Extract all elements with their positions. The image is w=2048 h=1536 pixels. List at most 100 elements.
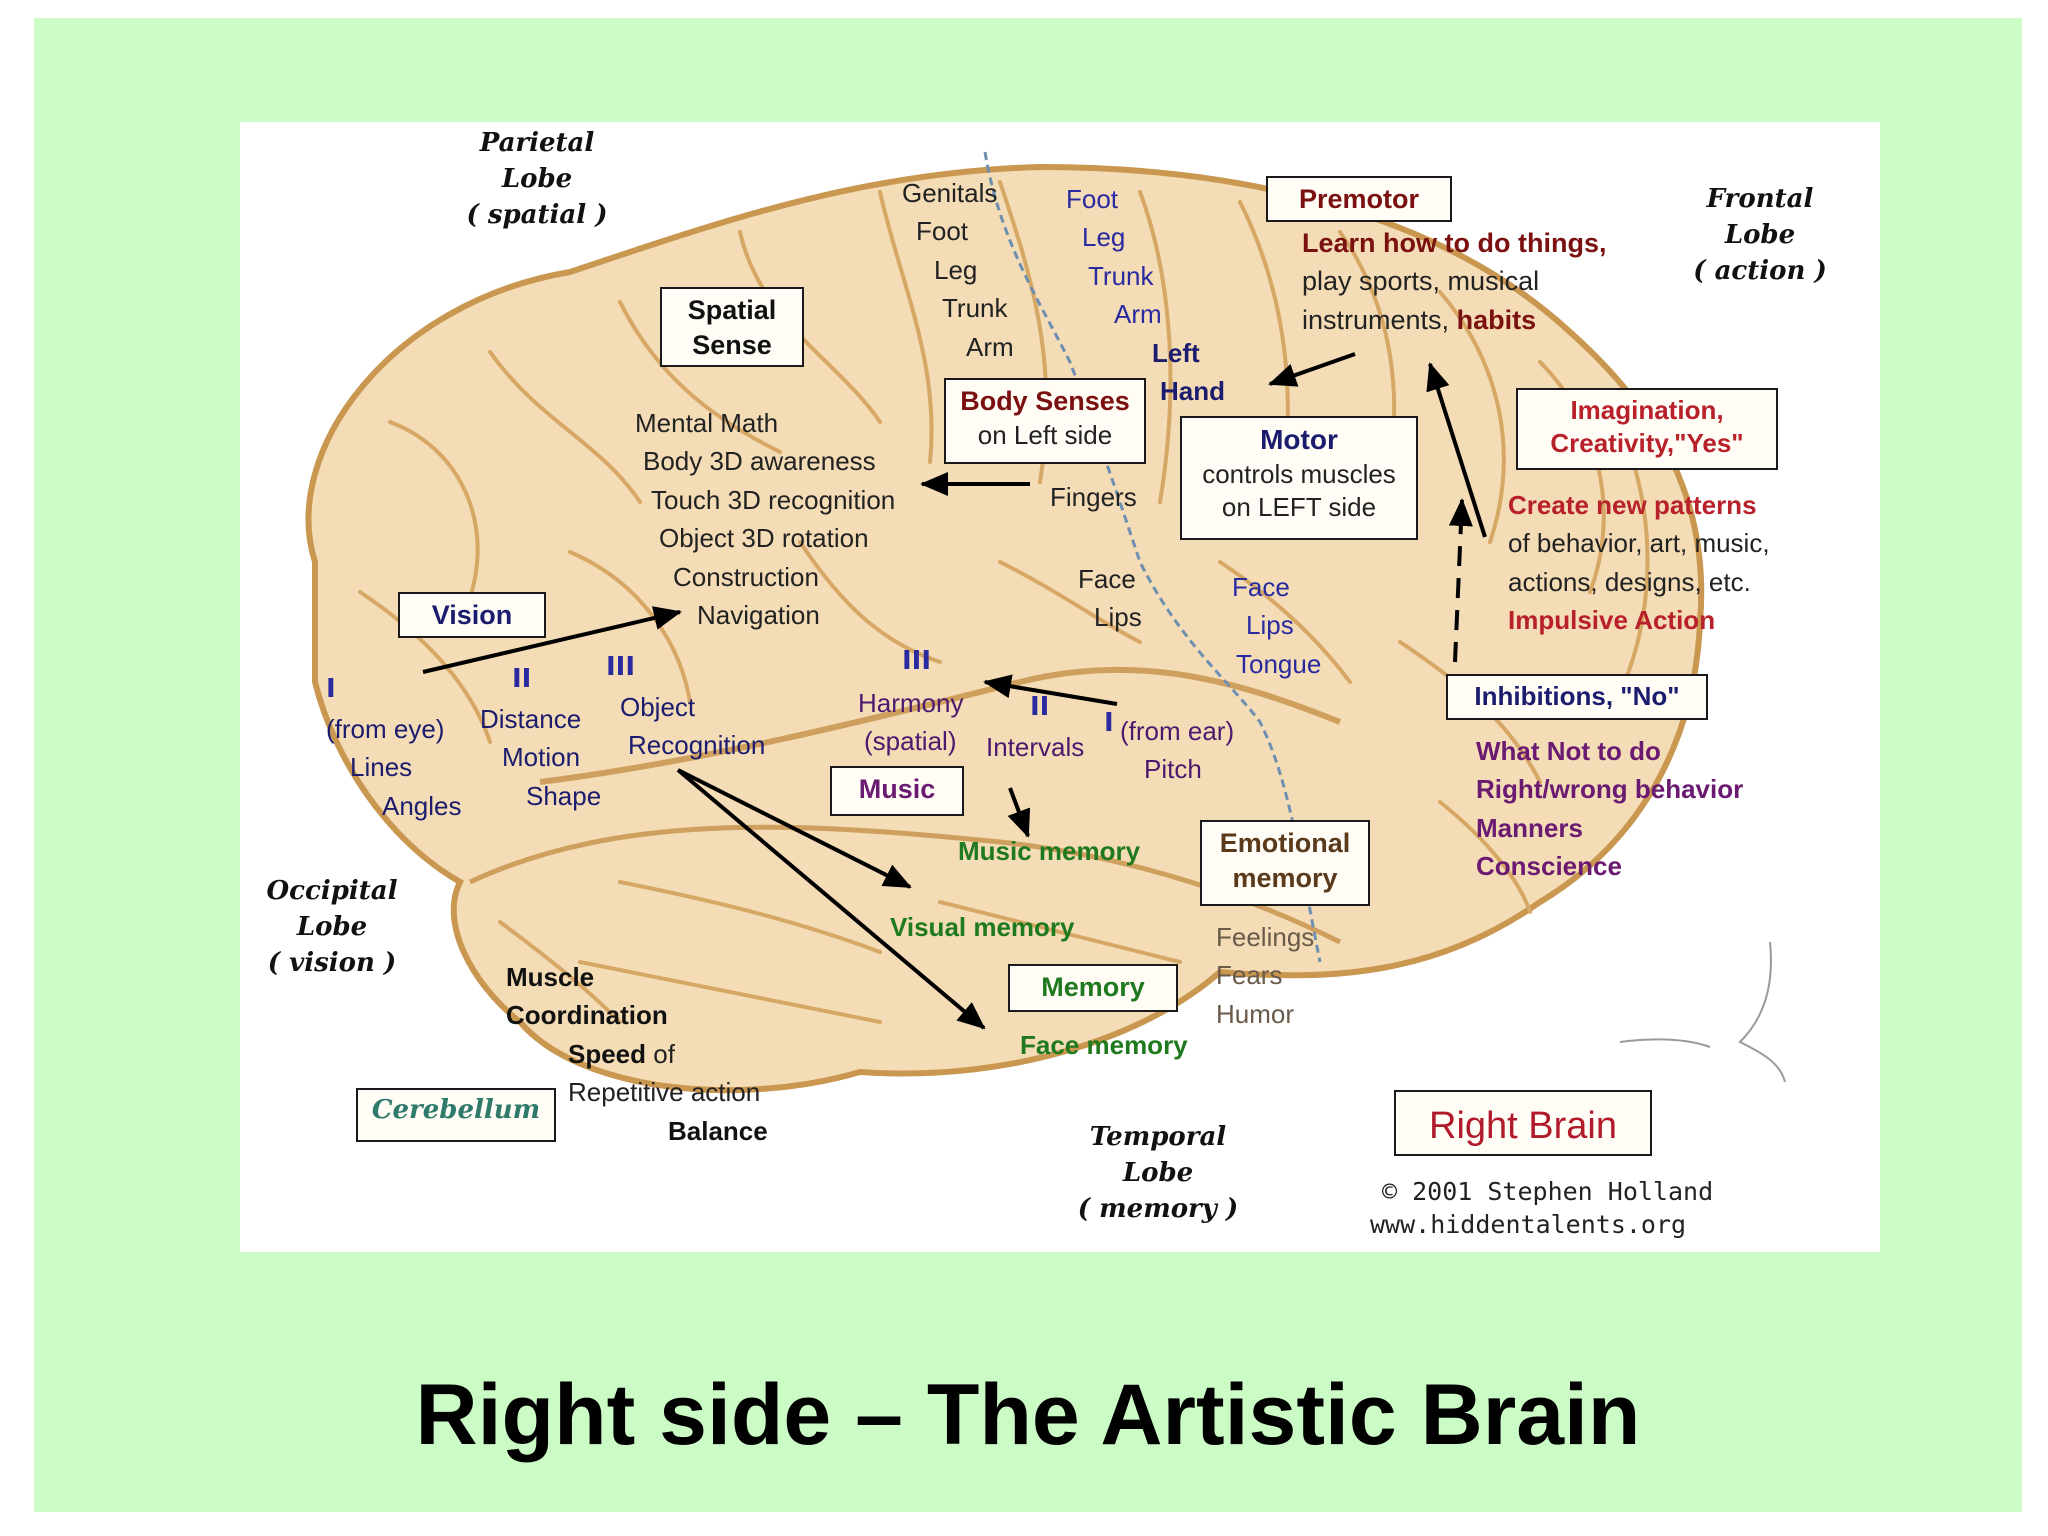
body-senses-box: Body Senses on Left side xyxy=(944,378,1146,464)
music-numeral-ii: II xyxy=(1030,692,1050,722)
vision-item: (from eye) xyxy=(326,714,445,744)
spatial-sense-box: Spatial Sense xyxy=(660,287,804,367)
premotor-description: Learn how to do things, play sports, mus… xyxy=(1302,224,1606,339)
spatial-item: Navigation xyxy=(697,600,820,631)
face-lips-item: Face xyxy=(1078,564,1136,594)
lobe-line: Lobe xyxy=(296,911,368,942)
music-numeral-iii: III xyxy=(902,646,932,676)
muscle-line: Balance xyxy=(668,1115,768,1146)
imagination-line: Create new patterns xyxy=(1508,490,1757,520)
parietal-lobe-label: Parietal Lobe ( spatial ) xyxy=(467,126,608,234)
arrow-object-to-face-memory xyxy=(676,768,986,1030)
copyright-credit: © 2001 Stephen Holland www.hiddentalents… xyxy=(1370,1176,1713,1241)
box-line: memory xyxy=(1232,862,1338,893)
lobe-line: Lobe xyxy=(501,163,573,194)
feelings-item: Fears xyxy=(1216,960,1283,991)
face-lips-tongue-item: Face xyxy=(1232,572,1290,602)
face-lips-tongue: Face Lips Tongue xyxy=(1232,568,1321,683)
from-ear-line: (from ear) xyxy=(1120,716,1235,746)
spatial-item: Object 3D rotation xyxy=(659,523,869,554)
box-line: Creativity,"Yes" xyxy=(1550,428,1744,459)
face-lips-sensory: Face Lips xyxy=(1078,560,1142,637)
imagination-line: of behavior, art, music, xyxy=(1508,528,1770,559)
vision-item: Object xyxy=(620,692,696,722)
feelings-item: Humor xyxy=(1216,998,1295,1029)
inhibitions-item: Manners xyxy=(1476,812,1583,843)
muscle-line: Coordination xyxy=(506,1000,668,1031)
vision-numeral-iii: III xyxy=(606,652,636,682)
motor-line: controls muscles xyxy=(1202,458,1396,489)
fingers-label: Fingers xyxy=(1050,482,1137,512)
inhibitions-box: Inhibitions, "No" xyxy=(1446,674,1708,720)
vision-box: Vision xyxy=(398,592,546,638)
muscle-line: of xyxy=(653,1038,675,1069)
vision-i-list: (from eye) Lines Angles xyxy=(326,710,462,825)
lobe-line: Parietal xyxy=(479,128,595,158)
left-hand-line: Hand xyxy=(1160,376,1225,407)
spatial-item: Construction xyxy=(673,561,819,592)
sensory-item: Trunk xyxy=(942,293,1008,324)
vision-item: Motion xyxy=(502,742,581,773)
credit-line: © 2001 Stephen Holland xyxy=(1382,1177,1714,1206)
vision-item: Recognition xyxy=(628,730,766,761)
sensory-item: Genitals xyxy=(902,178,998,208)
motor-item: Foot xyxy=(1066,184,1119,214)
sensory-item: Arm xyxy=(966,331,1014,362)
arrow-ear-to-harmony xyxy=(983,674,1118,706)
motor-strip-list: Foot Leg Trunk Arm xyxy=(1066,180,1162,334)
arrows xyxy=(422,352,1487,1030)
credit-url: www.hiddentalents.org xyxy=(1370,1209,1687,1239)
vision-item: Distance xyxy=(480,704,582,734)
vision-ii-list: Distance Motion Shape xyxy=(480,700,601,815)
vision-item: Lines xyxy=(350,752,413,783)
lobe-line: Temporal xyxy=(1089,1122,1227,1152)
imagination-line: actions, designs, etc. xyxy=(1508,566,1751,597)
premotor-box: Premotor xyxy=(1266,176,1452,222)
feelings-item: Feelings xyxy=(1216,922,1315,952)
inhibitions-item: Conscience xyxy=(1476,851,1622,882)
music-memory-label: Music memory xyxy=(958,836,1141,866)
temporal-lobe-label: Temporal Lobe ( memory ) xyxy=(1078,1120,1238,1228)
muscle-line: Speed xyxy=(568,1038,647,1069)
inhibitions-list: What Not to do Right/wrong behavior Mann… xyxy=(1476,732,1743,886)
left-hand-label: Left Hand xyxy=(1152,334,1225,411)
arrow-intervals-to-music-memory xyxy=(1007,787,1031,838)
lobe-line: ( vision ) xyxy=(267,947,397,978)
imagination-box: Imagination, Creativity,"Yes" xyxy=(1516,388,1778,470)
lobe-line: Lobe xyxy=(1724,219,1796,250)
box-line: Imagination, xyxy=(1570,395,1724,425)
lobe-line: ( action ) xyxy=(1693,255,1827,286)
motor-item: Leg xyxy=(1082,222,1126,253)
lobe-line: ( spatial ) xyxy=(466,199,608,230)
face-memory-label: Face memory xyxy=(1020,1030,1188,1060)
from-ear-label: (from ear) Pitch xyxy=(1120,712,1234,789)
emotional-memory-box: Emotional memory xyxy=(1200,820,1370,906)
brain-diagram: Parietal Lobe ( spatial ) Frontal Lobe (… xyxy=(240,122,1880,1252)
central-sulcus xyxy=(983,151,1322,963)
imagination-line: Impulsive Action xyxy=(1508,605,1716,636)
sensory-strip-list: Genitals Foot Leg Trunk Arm xyxy=(902,174,1014,366)
feelings-list: Feelings Fears Humor xyxy=(1216,918,1314,1033)
visual-memory-label: Visual memory xyxy=(890,912,1075,942)
cerebellum-box: Cerebellum xyxy=(356,1088,556,1142)
box-line: Emotional xyxy=(1219,828,1351,858)
slide: Parietal Lobe ( spatial ) Frontal Lobe (… xyxy=(34,18,2022,1512)
body-senses-title: Body Senses xyxy=(960,386,1130,416)
premotor-line: play sports, musical xyxy=(1302,266,1540,297)
from-ear-line: Pitch xyxy=(1144,754,1202,785)
right-brain-box: Right Brain xyxy=(1394,1090,1652,1156)
motor-title: Motor xyxy=(1260,424,1338,455)
premotor-line: Learn how to do things, xyxy=(1302,228,1607,258)
face-lips-tongue-item: Lips xyxy=(1246,610,1294,641)
lobe-line: Lobe xyxy=(1122,1157,1194,1188)
face-sketch xyxy=(1738,941,1786,1083)
arrow-to-left-hand xyxy=(1268,352,1356,387)
spatial-item: Body 3D awareness xyxy=(643,446,876,477)
motor-item: Trunk xyxy=(1088,260,1154,291)
imagination-description: Create new patterns of behavior, art, mu… xyxy=(1508,486,1770,640)
inhibitions-item: Right/wrong behavior xyxy=(1476,774,1744,805)
vision-item: Angles xyxy=(382,790,462,821)
harmony-label: Harmony (spatial) xyxy=(858,684,963,761)
body-senses-sub: on Left side xyxy=(977,419,1113,450)
harmony-line: Harmony xyxy=(858,688,964,718)
